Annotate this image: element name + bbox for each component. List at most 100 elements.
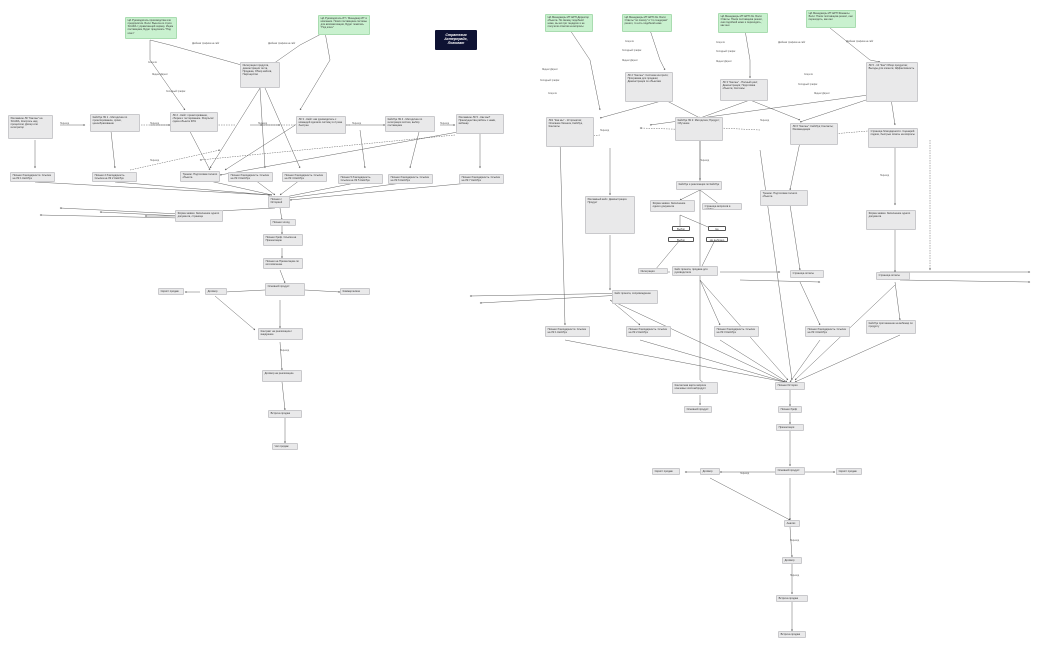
right-letter-card[interactable]: Письмо благодарность. Ссылка на ЛК 4 Кей… bbox=[805, 326, 850, 337]
main-product-card[interactable]: Основной продукт bbox=[775, 467, 805, 475]
main-product-card[interactable]: Основной продукт bbox=[265, 283, 305, 296]
connector bbox=[149, 39, 246, 67]
sales-script-card[interactable]: Скрипт продаж bbox=[836, 468, 862, 475]
connector bbox=[739, 279, 821, 283]
edge-label: Холодный трафик bbox=[540, 80, 560, 82]
right-step-card[interactable]: Страница оплаты bbox=[876, 272, 910, 280]
right-step-card[interactable]: Интеграция bbox=[638, 268, 668, 274]
casebook-card[interactable]: Кейсбук и реализация по Кейсбук bbox=[676, 181, 722, 190]
right-lk-card[interactable]: Страница благодарности. Сценарий подачи,… bbox=[868, 128, 918, 148]
left-letter-card[interactable]: Письмо 2 благодарность. Ссылка на ЛК 2 К… bbox=[92, 172, 137, 182]
choice-chip[interactable]: Не выбрано bbox=[706, 237, 728, 242]
contract-card[interactable]: Договор bbox=[205, 288, 227, 295]
commercial-card[interactable]: Коммерческое bbox=[340, 288, 370, 295]
edge-label: Переход bbox=[150, 160, 160, 162]
right-letter-card[interactable]: Письмо благодарность. Ссылка на ЛК 3 Кей… bbox=[714, 326, 759, 337]
right-lk-card[interactable]: ЛК1 "Как мы" - 13 проектов; Описание биз… bbox=[546, 117, 594, 147]
brief-letter-card[interactable]: Письмо бриф. Ссылка на Презентацию bbox=[263, 234, 303, 246]
application-form-card[interactable]: Форма заявки. Заполнение одного документ… bbox=[175, 210, 223, 222]
center-product-card[interactable]: Интеграции продукта, демонстрация теста,… bbox=[240, 62, 280, 88]
questions-page-card[interactable]: Страница вопросов в кейсбук bbox=[702, 203, 742, 210]
training-card[interactable]: Тренинг. Подготовка полного объекта bbox=[760, 190, 808, 206]
history-letter-card[interactable]: Письмо История bbox=[775, 382, 805, 390]
left-letter-card[interactable]: Тренинг. Подготовка полного объекта bbox=[180, 171, 220, 182]
left-lk-card[interactable]: ЛК 3 - Кейс: как руководитель с командой… bbox=[296, 116, 346, 134]
sales-script-card[interactable]: Скрипт продаж bbox=[652, 468, 680, 475]
right-lk-card[interactable]: ЛК 2 "Как мы": Система контроля; Програм… bbox=[625, 72, 673, 102]
right-letter-card[interactable]: Письмо благодарности. Ссылка на ЛК 1 Кей… bbox=[545, 326, 590, 337]
left-letter-card[interactable]: Письмо благодарность. Ссылка на ЛК 7 Кей… bbox=[459, 174, 504, 184]
left-lk-card[interactable]: Рекламное ЛК "Как мы" на SCADA, Контроль… bbox=[8, 115, 53, 139]
history-letter-card[interactable]: Письмо с Историей bbox=[268, 196, 290, 208]
left-letter-card[interactable]: Письмо благодарность. Ссылка на ЛК 6 Кей… bbox=[388, 174, 433, 184]
analysis-card[interactable]: Анализ bbox=[784, 520, 800, 527]
connector bbox=[794, 334, 901, 383]
connector bbox=[304, 289, 341, 293]
connector bbox=[759, 149, 793, 381]
connector bbox=[409, 127, 421, 169]
right-lk-card[interactable]: ЛК 5 - 10 "Как" Обзор продуктов; Выгоды … bbox=[866, 62, 918, 102]
audience-card-finance[interactable]: ЦА Менеджеры ИТ-ЕРП Финансы. Боли: Поиск… bbox=[806, 10, 856, 28]
connector bbox=[264, 87, 301, 169]
audience-card-erp[interactable]: ЦА Менеджеры ИТ-ЕРП-Ум. Боли: Ответы "по… bbox=[622, 14, 672, 32]
choice-chip[interactable]: Выбор bbox=[668, 237, 694, 242]
application-form-card[interactable]: Форма заявки. Заполнение одного документ… bbox=[650, 200, 695, 212]
right-form-card[interactable]: Рекламный кейс. Демонстрация. Продукт bbox=[585, 196, 635, 234]
sales-meeting-card[interactable]: Встреча продаж bbox=[778, 631, 806, 638]
implementation-card[interactable]: Договор на реализацию bbox=[262, 370, 302, 382]
sales-meeting-card[interactable]: Встреча продаж bbox=[776, 595, 808, 602]
edge-label: Двойная трафика на сайт bbox=[268, 43, 296, 45]
edge-label: Двойная трафика на сайт bbox=[846, 41, 874, 43]
connector bbox=[284, 181, 361, 198]
left-letter-card[interactable]: Письмо благодарность. Ссылка на ЛК 4 Кей… bbox=[282, 172, 327, 182]
right-lk-card[interactable]: Кейсбук ЛК 2: Методичка; Продукт; Обучен… bbox=[675, 117, 723, 141]
right-lk-card[interactable]: ЛК 3 "Как мы" - Полный цикл; Демонстраци… bbox=[720, 79, 768, 101]
presentation-letter-card[interactable]: Письмо на Презентацию по изготовлению bbox=[263, 258, 303, 269]
audience-card-manager[interactable]: ЦА Менеджеры ИТ-ЕРП-Ум. Боли: Ответы. По… bbox=[718, 13, 768, 33]
connector bbox=[209, 87, 261, 169]
cold-letter-card[interactable]: Письмо холод bbox=[270, 219, 296, 226]
right-form-card[interactable]: Кейсбук приглашение на вебинар по продук… bbox=[866, 320, 916, 334]
connector bbox=[679, 189, 701, 201]
left-lk-card[interactable]: Рекламное ЛК 5 - Как мы? Преимущества ра… bbox=[456, 114, 504, 134]
audience-card-director[interactable]: ЦА Менеджеры ИТ-ЕРП-Директор объекта. По… bbox=[545, 14, 593, 32]
left-letter-card[interactable]: Письмо 5 благодарность. Ссылка на ЛК 5 К… bbox=[338, 174, 383, 184]
edge-label: Переход bbox=[60, 123, 70, 125]
sales-chat-card[interactable]: Чат продаж bbox=[272, 443, 298, 450]
left-letter-card[interactable]: Письмо благодарность. Ссылка на ЛК 3 Кей… bbox=[228, 172, 273, 182]
audience-card-production[interactable]: ЦА Руководитель производства или предпри… bbox=[125, 17, 177, 39]
strategy-title-line: Логомат bbox=[447, 41, 465, 46]
right-letter-card[interactable]: Письмо благодарность. Ссылка на ЛК 2 Кей… bbox=[626, 326, 671, 337]
left-lk-card[interactable]: ЛК 2 - Кейс: проектирование, сборка и те… bbox=[170, 112, 218, 132]
main-product-card[interactable]: Основной продукт bbox=[684, 406, 712, 413]
implementation-contract-card[interactable]: Контракт на реализацию / внедрение bbox=[258, 328, 303, 340]
edge-label: Переход bbox=[280, 350, 290, 352]
right-lk-card[interactable]: ЛК 6 "Как мы": Кейсбук; Контакты; Рекоме… bbox=[790, 123, 838, 145]
strategy-title-card: Стратегия Астерпрайс, Логомат bbox=[435, 30, 477, 50]
right-step-card[interactable]: Кейс проекта, продажа для руководителя bbox=[672, 266, 718, 276]
connector bbox=[289, 181, 481, 201]
signing-meeting-card[interactable]: Встреча продаж bbox=[268, 410, 302, 418]
right-step-card[interactable]: Страница оплаты bbox=[790, 270, 824, 278]
contact-card[interactable]: Контактная карта запроса ключевых систем… bbox=[672, 382, 718, 394]
left-lk-card[interactable]: Кейсбук ЛК 4 - Методичка по интеграции с… bbox=[385, 116, 435, 132]
audience-card-it[interactable]: ЦА Руководитель ИТ / Менеджер ИТ в компа… bbox=[318, 15, 370, 35]
sales-script-card[interactable]: Скрипт продаж bbox=[158, 288, 184, 295]
left-letter-card[interactable]: Письмо благодарности. Ссылка на ЛК 1 Кей… bbox=[10, 172, 55, 182]
contract-card[interactable]: Договор bbox=[782, 557, 802, 564]
edge-label: Соцсети bbox=[625, 41, 634, 43]
choice-chip[interactable]: Не выбрано bbox=[708, 226, 726, 231]
right-form-card[interactable]: Форма заявки. Заполнение одного документ… bbox=[866, 210, 916, 230]
edge-label: Переход bbox=[740, 473, 750, 475]
contract-card[interactable]: Договор bbox=[700, 468, 720, 475]
choice-chip[interactable]: Выбор bbox=[672, 226, 690, 231]
edge-label: Холодный трафик bbox=[798, 84, 818, 86]
connector bbox=[749, 99, 801, 121]
brief-letter-card[interactable]: Письмо бриф bbox=[778, 406, 802, 413]
edge-label: Переход bbox=[600, 130, 610, 132]
left-lk-card[interactable]: Кейсбук ЛК 1 - Методичка по проектирован… bbox=[90, 114, 140, 132]
presentation-card[interactable]: Презентация bbox=[776, 424, 804, 431]
connector bbox=[789, 339, 821, 383]
right-form-card[interactable]: Кейс проекта, сопровождение bbox=[612, 290, 658, 304]
